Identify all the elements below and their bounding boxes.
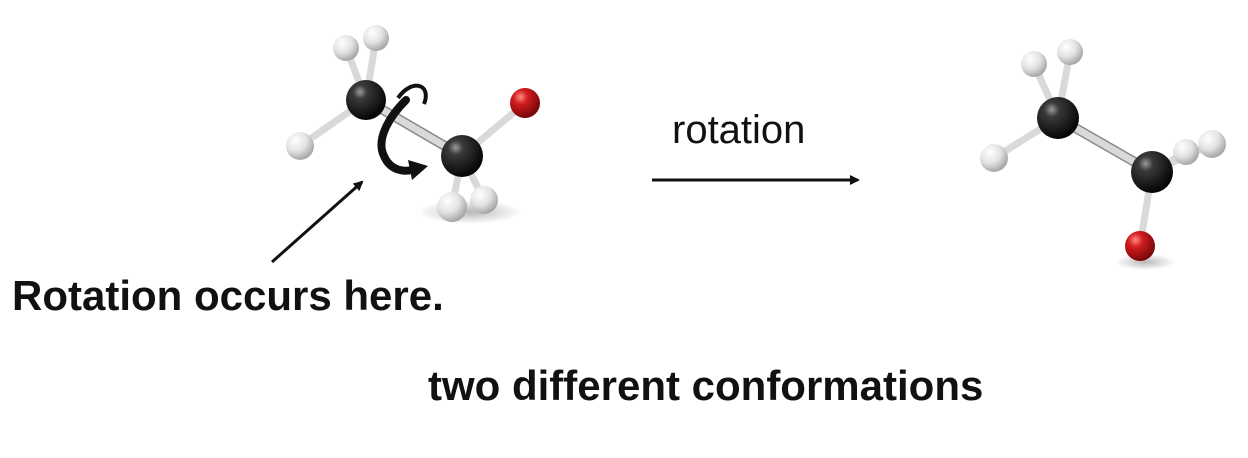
rotation-site-label: Rotation occurs here. [12,272,444,319]
hydrogen-atom [470,186,498,214]
molecule-shadow [418,200,522,224]
reaction-arrow-label: rotation [672,108,806,152]
molecule-after [980,39,1226,270]
figure-caption: two different conformations [428,362,984,409]
molecule-shadow [1115,254,1175,270]
bonds-before [296,34,529,211]
hydrogen-atom [1173,139,1199,165]
molecule-before [286,25,540,224]
hydrogen-atom [1198,130,1226,158]
hydrogen-atom [1057,39,1083,65]
hydrogen-atom [1021,51,1047,77]
carbon-atom [441,135,483,177]
carbon-atom [1037,97,1079,139]
hydrogen-atom [980,144,1008,172]
hydrogen-atom [363,25,389,51]
hydrogen-atom [286,132,314,160]
oxygen-atom [1125,231,1155,261]
carbon-atom [1131,151,1173,193]
carbon-atom [346,80,386,120]
pointer-arrow [271,180,364,264]
hydrogen-atom [437,192,467,222]
oxygen-atom [510,88,540,118]
rotation-indicator-icon [377,83,428,180]
hydrogen-atom [333,35,359,61]
